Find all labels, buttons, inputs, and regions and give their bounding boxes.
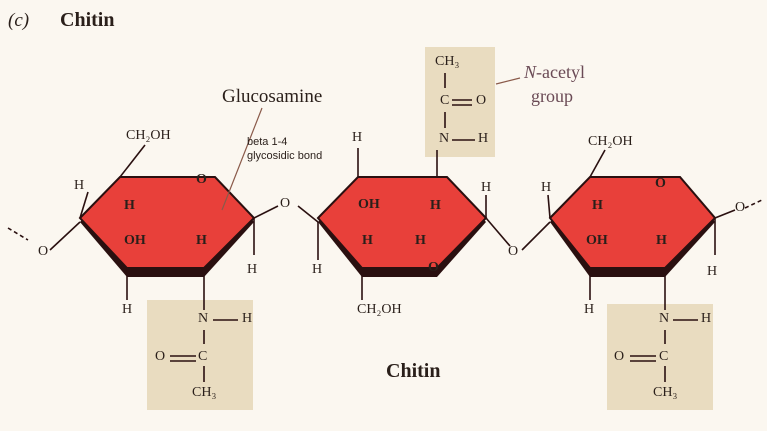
atom-ch2oh-r3: CH₂OH xyxy=(588,134,633,149)
atom-o-acetyl-right: O xyxy=(614,349,625,364)
atom-ch3-acetyl-left: CH₃ xyxy=(192,385,217,400)
atom-o-ring3: O xyxy=(655,176,666,191)
acetyl-n-italic: N xyxy=(524,62,537,82)
chitin-caption: Chitin xyxy=(386,360,441,382)
glycosidic-bond-label-line1: beta 1-4 xyxy=(247,136,288,148)
glucosamine-label: Glucosamine xyxy=(222,86,323,107)
atom-ch3-acetyl-top: CH₃ xyxy=(435,54,460,69)
acetyl-box-right xyxy=(607,304,713,410)
ring-middle xyxy=(316,176,488,269)
atom-c-acetyl-top: C xyxy=(440,93,450,108)
atom-n-top: N xyxy=(439,131,450,146)
atom-h-r3-right: H xyxy=(707,264,718,279)
atom-h-n-left: H xyxy=(242,311,253,326)
atom-o-ring1: O xyxy=(196,172,207,187)
atom-o-ring2: O xyxy=(428,260,439,275)
panel-title: Chitin xyxy=(60,9,115,31)
atom-ch2oh-r1: CH₂OH xyxy=(126,128,171,143)
atom-n-left: N xyxy=(198,311,209,326)
atom-h-n-right: H xyxy=(701,311,712,326)
atom-h-r2-top-left: H xyxy=(352,130,363,145)
glucosamine-pointer xyxy=(221,107,263,211)
atom-h-r2-left: H xyxy=(312,262,323,277)
atom-o-link1: O xyxy=(280,196,291,211)
acetyl-pointer xyxy=(495,77,521,85)
acetyl-box-top xyxy=(425,47,495,157)
atom-h-r1-e: H xyxy=(122,302,133,317)
atom-h-r1-a: H xyxy=(74,178,85,193)
acetyl-group-label-line2: group xyxy=(531,86,573,106)
atom-h-r2-b: H xyxy=(362,233,373,248)
atom-h-r3-a: H xyxy=(592,198,603,213)
ring-left xyxy=(78,176,256,269)
atom-h-r1-c: H xyxy=(196,233,207,248)
atom-o-left-end: O xyxy=(38,244,49,259)
atom-oh-r1: OH xyxy=(124,233,146,248)
atom-h-r1-b: H xyxy=(124,198,135,213)
acetyl-label-rest: -acetyl xyxy=(536,62,585,82)
atom-h-n-top: H xyxy=(478,131,489,146)
atom-o-right-end: O xyxy=(735,200,746,215)
atom-h-r2-a: H xyxy=(430,198,441,213)
atom-h-r1-d: H xyxy=(247,262,258,277)
atom-h-r3-left: H xyxy=(541,180,552,195)
atom-oh-r3: OH xyxy=(586,233,608,248)
glycosidic-bond-label-line2: glycosidic bond xyxy=(247,150,323,162)
atom-o-acetyl-left: O xyxy=(155,349,166,364)
atom-h-r2-right: H xyxy=(481,180,492,195)
panel-letter: (c) xyxy=(8,10,30,31)
atom-ch2oh-r2: CH₂OH xyxy=(357,302,402,317)
atom-n-right: N xyxy=(659,311,670,326)
acetyl-group-label: N-acetyl xyxy=(524,62,585,83)
atom-ch3-acetyl-right: CH₃ xyxy=(653,385,678,400)
atom-h-r3-bottom: H xyxy=(584,302,595,317)
atom-o-acetyl-top: O xyxy=(476,93,487,108)
atom-c-acetyl-right: C xyxy=(659,349,669,364)
acetyl-box-left xyxy=(147,300,253,410)
atom-h-r2-c: H xyxy=(415,233,426,248)
atom-c-acetyl-left: C xyxy=(198,349,208,364)
bond-lines xyxy=(7,73,763,382)
atom-oh-r2: OH xyxy=(358,197,380,212)
atom-o-link2: O xyxy=(508,244,519,259)
atom-h-r3-b: H xyxy=(656,233,667,248)
